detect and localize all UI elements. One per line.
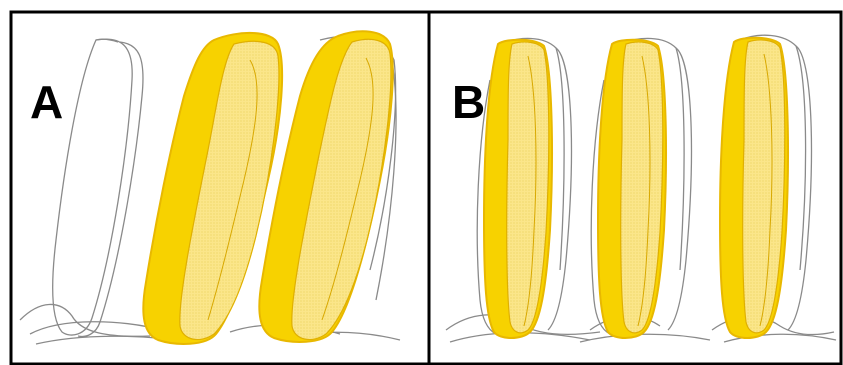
panel-b-disk-2 <box>598 40 666 338</box>
panel-a-label: A <box>30 76 63 128</box>
panel-a: A <box>11 12 429 364</box>
panel-b-label: B <box>452 76 485 128</box>
panel-b-disk-3 <box>720 38 788 338</box>
panel-b: B <box>429 12 841 364</box>
panel-b-disk-1 <box>484 40 552 338</box>
